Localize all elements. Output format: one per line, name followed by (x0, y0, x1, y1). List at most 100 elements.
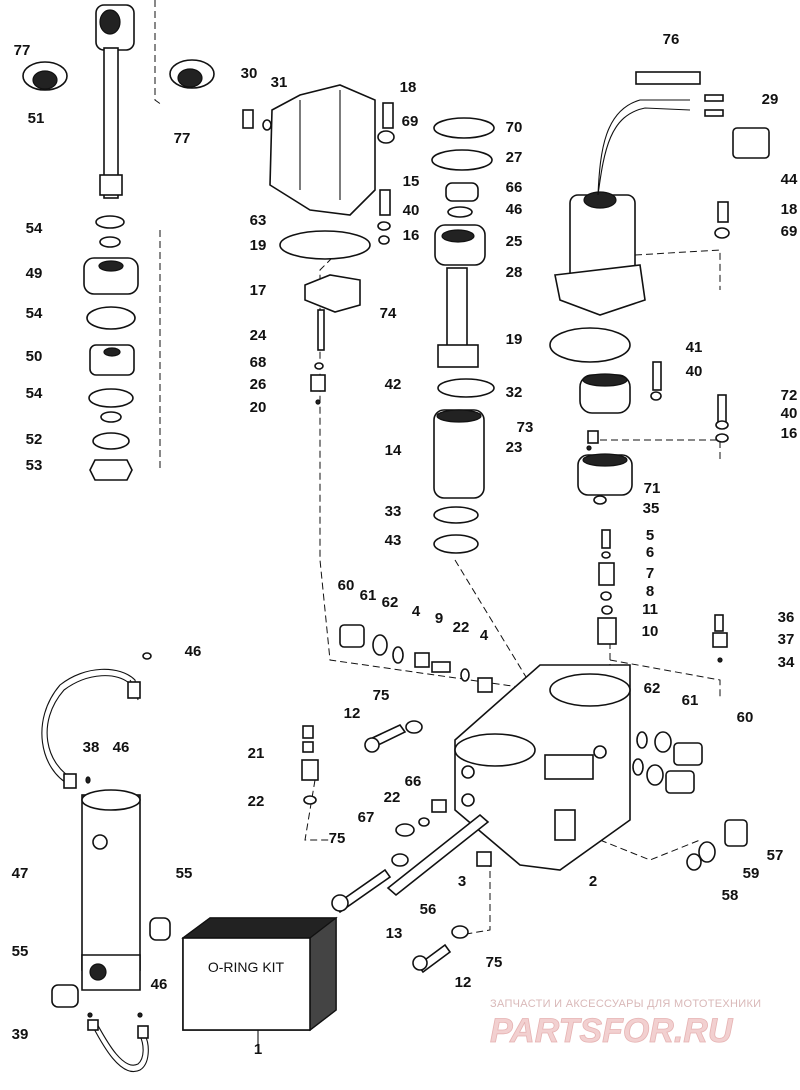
part-label-49: 49 (26, 265, 43, 282)
main-housing-group (454, 664, 748, 871)
washer-75-upper (405, 720, 423, 734)
washer-16-right (715, 433, 729, 443)
part-label-46: 46 (185, 643, 202, 660)
part-label-39: 39 (12, 1026, 29, 1043)
housing-slot (554, 809, 576, 841)
part-label-21: 21 (248, 745, 265, 762)
part-label-16: 16 (403, 227, 420, 244)
part-label-59: 59 (743, 865, 760, 882)
part-label-37: 37 (778, 631, 795, 648)
part-label-36: 36 (778, 609, 795, 626)
part-label-76: 76 (663, 31, 680, 48)
seal-54-top (95, 215, 125, 229)
part-label-75: 75 (373, 687, 390, 704)
plug-3-part (476, 851, 492, 867)
washer-40-upper (377, 221, 391, 231)
housing-bore-right (549, 673, 631, 707)
ball-23-part (586, 445, 592, 451)
part-label-30: 30 (241, 65, 258, 82)
tube-fitting-39-b (137, 1025, 149, 1039)
part-label-40: 40 (686, 363, 703, 380)
part-label-15: 15 (403, 173, 420, 190)
oring-33-part (433, 506, 479, 524)
part-label-5: 5 (646, 527, 654, 544)
oring-46-top (142, 652, 152, 660)
trim-rod-assembly (22, 4, 215, 481)
tube-fitting-46-top (127, 681, 141, 699)
part-label-62: 62 (644, 680, 661, 697)
part-label-25: 25 (506, 233, 523, 250)
oring-35-part (593, 495, 607, 505)
oring-54-small (99, 236, 121, 248)
part-label-27: 27 (506, 149, 523, 166)
watermark-caption: ЗАПЧАСТИ И АКСЕССУАРЫ ДЛЯ МОТОТЕХНИКИ (490, 998, 761, 1010)
connector-44-part (732, 127, 770, 159)
valve-group-right (577, 361, 729, 663)
spring-4-right (477, 677, 493, 693)
oring-54-large (86, 306, 136, 330)
part-label-12: 12 (344, 705, 361, 722)
oring-58-part (686, 853, 702, 871)
part-label-47: 47 (12, 865, 29, 882)
oring-61-left (372, 634, 388, 656)
piston-50-part (89, 344, 135, 376)
part-label-29: 29 (762, 91, 779, 108)
part-label-71: 71 (644, 480, 661, 497)
spring-4-left (414, 652, 430, 668)
housing-2-part (454, 664, 631, 871)
pump-column (431, 117, 495, 554)
oring-22-mid (418, 817, 430, 827)
motor-cover-group (242, 84, 395, 405)
part-label-62: 62 (382, 594, 399, 611)
part-label-38: 38 (83, 739, 100, 756)
washer-31-part (262, 119, 272, 131)
part-label-54: 54 (26, 220, 43, 237)
part-label-18: 18 (781, 201, 798, 218)
ring-11-part (601, 605, 613, 615)
part-label-41: 41 (686, 339, 703, 356)
part-label-24: 24 (250, 327, 267, 344)
valve-9-part (431, 661, 451, 673)
oring-19-upper (279, 230, 371, 260)
part-label-52: 52 (26, 431, 43, 448)
oring-46-left (85, 776, 91, 784)
part-label-55: 55 (176, 865, 193, 882)
part-label-22: 22 (453, 619, 470, 636)
oring-61-right-lower (646, 764, 664, 786)
sleeve-76-part (635, 71, 701, 85)
part-label-53: 53 (26, 457, 43, 474)
spring-5-part (601, 529, 611, 549)
part-label-22: 22 (384, 789, 401, 806)
part-label-67: 67 (358, 809, 375, 826)
part-label-34: 34 (778, 654, 795, 671)
fitting-21-c (301, 759, 319, 781)
pin-56-part (386, 813, 490, 897)
plunger-7-part (598, 562, 615, 586)
spring-36-part (714, 614, 724, 632)
part-label-58: 58 (722, 887, 739, 904)
part-label-8: 8 (646, 583, 654, 600)
washer-75-lower (451, 925, 469, 939)
seal-66-part (445, 182, 479, 202)
shaft-74-part (446, 267, 468, 349)
screw-15-part (379, 189, 391, 216)
valve-train-left (339, 624, 493, 693)
part-label-31: 31 (271, 74, 288, 91)
part-label-77: 77 (174, 130, 191, 147)
part-label-70: 70 (506, 119, 523, 136)
ring-67-part (395, 823, 415, 837)
part-label-69: 69 (402, 113, 419, 130)
part-label-75: 75 (329, 830, 346, 847)
washer-16-upper (378, 235, 390, 245)
part-label-13: 13 (386, 925, 403, 942)
part-label-68: 68 (250, 354, 267, 371)
oring-kit-box: O-RING KIT (181, 916, 338, 1045)
cap-49-part (83, 257, 139, 295)
spring-21-a (302, 725, 314, 739)
screw-18-right (717, 201, 729, 223)
spring-66-lower (431, 799, 447, 813)
kit-label: O-RING KIT (208, 959, 285, 975)
oring-70-part (433, 117, 495, 139)
part-label-20: 20 (250, 399, 267, 416)
oring-43-part (433, 534, 479, 554)
